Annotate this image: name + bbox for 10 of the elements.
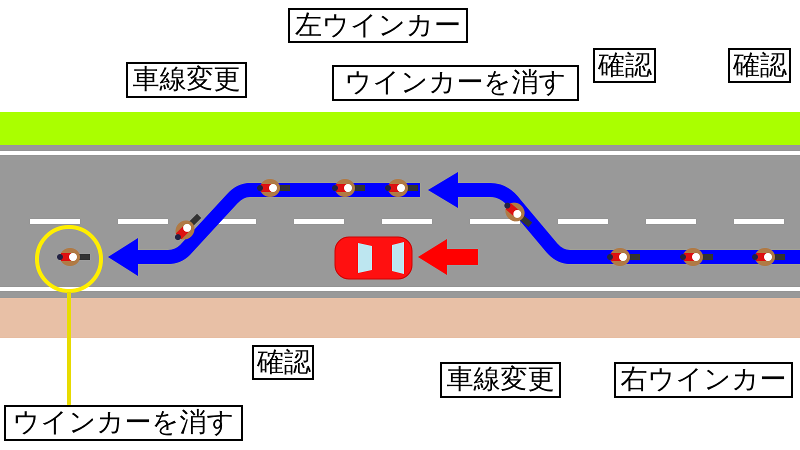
text-box: 左ウインカー (288, 8, 468, 43)
text-box: 確認 (728, 48, 791, 83)
text-box: 車線変更 (126, 62, 247, 98)
text-box: 確認 (593, 48, 656, 83)
text-box: 車線変更 (440, 362, 561, 398)
text-box: ウインカーを消す (4, 405, 243, 441)
text-box: 確認 (252, 345, 314, 380)
text-box: 右ウインカー (614, 362, 793, 398)
leader-line (67, 292, 71, 405)
text-box: ウインカーを消す (332, 65, 579, 101)
